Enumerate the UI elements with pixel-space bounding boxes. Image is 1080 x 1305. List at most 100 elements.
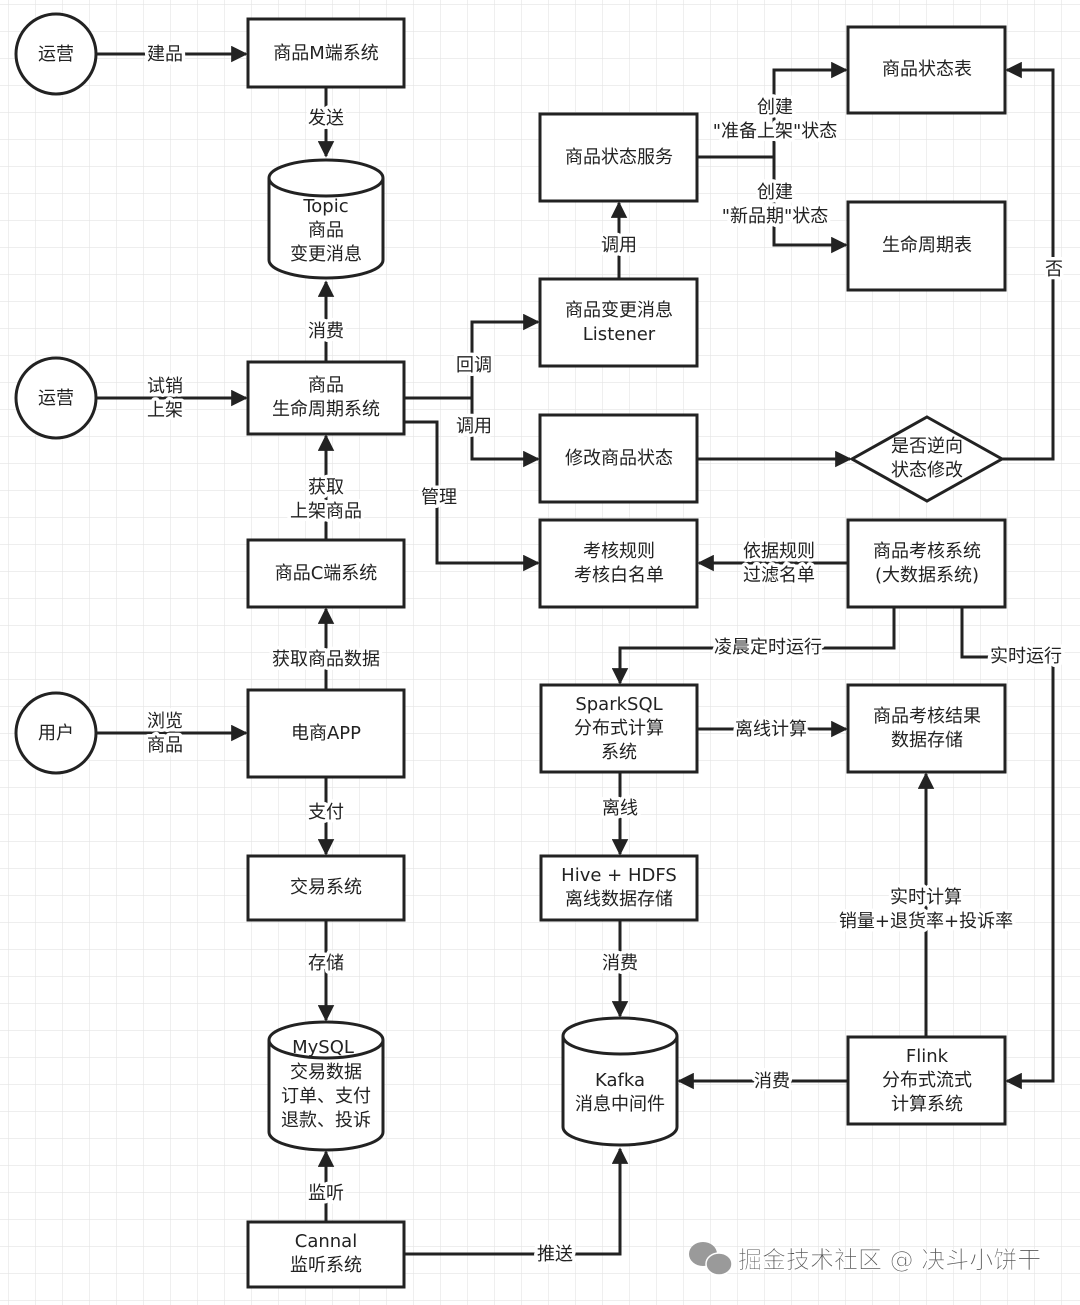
node-rules-whitelist: 考核规则 考核白名单 bbox=[538, 518, 699, 609]
node-label: SparkSQL bbox=[575, 694, 662, 715]
edge-push bbox=[404, 1147, 629, 1256]
node-label: Cannal bbox=[295, 1231, 357, 1252]
node-cannal: Cannal 监听系统 bbox=[246, 1220, 406, 1289]
node-lifecycle-table: 生命周期表 bbox=[846, 200, 1007, 292]
node-status-service: 商品状态服务 bbox=[538, 112, 699, 203]
label-listen: 监听 bbox=[308, 1183, 344, 1204]
node-label: 生命周期系统 bbox=[272, 399, 380, 420]
node-label: Hive + HDFS bbox=[561, 865, 677, 886]
node-label: 商品考核系统 bbox=[873, 541, 981, 562]
node-label: 商品考核结果 bbox=[873, 706, 981, 727]
label-send: 发送 bbox=[308, 108, 344, 129]
node-label: 修改商品状态 bbox=[565, 448, 673, 469]
node-hive-hdfs: Hive + HDFS 离线数据存储 bbox=[539, 854, 699, 922]
label-new-status: "新品期"状态 bbox=[722, 206, 829, 227]
node-operator-2: 运营 bbox=[14, 356, 98, 440]
edge-no bbox=[1002, 61, 1055, 461]
node-operator-1: 运营 bbox=[14, 12, 98, 96]
label-realtime-run: 实时运行 bbox=[990, 646, 1062, 667]
node-label: Kafka bbox=[595, 1070, 645, 1091]
label-create-2: 创建 bbox=[757, 182, 793, 203]
edge-labels: 建品 发送 消费 试销 上架 获取 上架商品 获取商品数据 浏览 商品 支付 存… bbox=[144, 41, 1067, 1269]
label-consume-flink: 消费 bbox=[754, 1071, 790, 1092]
node-label: 系统 bbox=[601, 742, 637, 763]
node-label: 商品M端系统 bbox=[273, 43, 379, 64]
label-store: 存储 bbox=[308, 953, 344, 974]
label-realtime-calc: 实时计算 bbox=[890, 887, 962, 908]
node-label: 商品 bbox=[308, 375, 344, 396]
node-c-system: 商品C端系统 bbox=[246, 538, 406, 609]
node-listener: 商品变更消息 Listener bbox=[538, 277, 699, 368]
node-lifecycle-system: 商品 生命周期系统 bbox=[246, 360, 406, 436]
node-label: 状态修改 bbox=[891, 460, 963, 481]
label-fetch-data: 获取商品数据 bbox=[272, 649, 380, 670]
label-manage: 管理 bbox=[421, 487, 457, 508]
node-label: 是否逆向 bbox=[891, 436, 963, 457]
wechat-icon bbox=[689, 1242, 733, 1276]
node-label: 交易系统 bbox=[290, 877, 362, 898]
node-label: 考核白名单 bbox=[574, 565, 664, 586]
watermark: 掘金技术社区 @ 决斗小饼干 bbox=[689, 1242, 1042, 1276]
node-label: 商品状态表 bbox=[882, 59, 972, 80]
node-label: 商品 bbox=[308, 220, 344, 241]
edge-create-new bbox=[772, 157, 848, 254]
node-label: 离线数据存储 bbox=[565, 889, 673, 910]
node-label: Flink bbox=[906, 1046, 949, 1067]
node-trade-system: 交易系统 bbox=[246, 854, 406, 922]
label-trial: 试销 bbox=[147, 376, 183, 397]
node-topic-cylinder: Topic 商品 变更消息 bbox=[267, 158, 385, 280]
node-label: MySQL bbox=[292, 1037, 354, 1058]
label-nightly: 凌晨定时运行 bbox=[714, 637, 822, 658]
node-kafka-cylinder: Kafka 消息中间件 bbox=[561, 1016, 679, 1147]
label-by-rules: 依据规则 bbox=[743, 541, 815, 562]
node-user: 用户 bbox=[14, 691, 98, 775]
node-app: 电商APP bbox=[246, 688, 406, 779]
label-fetch: 获取 bbox=[308, 477, 344, 498]
node-flink: Flink 分布式流式 计算系统 bbox=[846, 1035, 1007, 1126]
label-listing: 上架 bbox=[147, 400, 183, 421]
node-mysql-cylinder: MySQL 交易数据 订单、支付 退款、投诉 bbox=[267, 1020, 385, 1152]
edge-create-ready bbox=[772, 61, 848, 157]
label-consume-topic: 消费 bbox=[308, 321, 344, 342]
node-label: 计算系统 bbox=[891, 1094, 963, 1115]
node-modify-status: 修改商品状态 bbox=[538, 413, 699, 504]
node-label: 分布式计算 bbox=[574, 718, 664, 739]
node-label: 用户 bbox=[38, 723, 74, 744]
node-label: 数据存储 bbox=[891, 730, 963, 751]
label-invoke: 调用 bbox=[456, 416, 492, 437]
node-m-system: 商品M端系统 bbox=[246, 17, 406, 89]
node-label: Topic bbox=[302, 196, 348, 217]
node-label: 分布式流式 bbox=[882, 1070, 972, 1091]
node-label: 变更消息 bbox=[290, 244, 362, 265]
edges bbox=[96, 45, 1055, 1256]
node-label: 生命周期表 bbox=[882, 235, 972, 256]
node-sparksql: SparkSQL 分布式计算 系统 bbox=[539, 683, 699, 774]
node-assessment-system: 商品考核系统 (大数据系统) bbox=[846, 518, 1007, 609]
label-create-1: 创建 bbox=[757, 97, 793, 118]
node-label: 考核规则 bbox=[583, 541, 655, 562]
label-ready-status: "准备上架"状态 bbox=[713, 121, 838, 142]
edge-invoke-modify bbox=[470, 398, 540, 468]
node-label: (大数据系统) bbox=[875, 565, 979, 586]
node-label: 运营 bbox=[38, 44, 74, 65]
node-label: 消息中间件 bbox=[575, 1094, 665, 1115]
node-label: 商品状态服务 bbox=[565, 147, 673, 168]
edge-nightly bbox=[611, 607, 896, 685]
node-label: 订单、支付 bbox=[281, 1086, 371, 1107]
label-metrics: 销量+退货率+投诉率 bbox=[839, 911, 1013, 932]
label-build: 建品 bbox=[147, 44, 183, 65]
label-offline: 离线 bbox=[602, 798, 638, 819]
label-push: 推送 bbox=[537, 1244, 573, 1265]
label-browse: 浏览 bbox=[147, 711, 183, 732]
node-label: 交易数据 bbox=[290, 1062, 362, 1083]
node-decision-diamond: 是否逆向 状态修改 bbox=[848, 415, 1006, 503]
node-label: Listener bbox=[583, 324, 656, 345]
label-filter-list: 过滤名单 bbox=[743, 565, 815, 586]
edge-realtime-run bbox=[960, 607, 1055, 1090]
node-assessment-result: 商品考核结果 数据存储 bbox=[846, 683, 1007, 774]
watermark-text: 掘金技术社区 @ 决斗小饼干 bbox=[738, 1246, 1041, 1274]
label-listed-goods: 上架商品 bbox=[290, 501, 362, 522]
node-label: 商品C端系统 bbox=[275, 563, 378, 584]
